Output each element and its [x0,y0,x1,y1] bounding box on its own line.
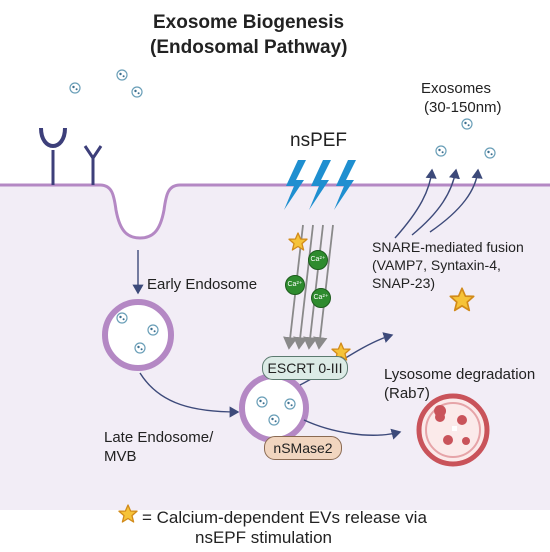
vesicle-icon [116,69,128,81]
release-arrow [411,168,461,236]
signal-arrow [303,224,324,350]
vesicle-icon [69,82,81,94]
legend-line-1: = Calcium-dependent EVs release via [142,508,427,527]
degradation-arrow [303,419,402,440]
lightning-bolt-icon [309,160,331,210]
snare-label-line-2: (VAMP7, Syntaxin-4, [372,257,501,273]
late-endosome-mvb [239,373,309,443]
legend-line-2: nsEPF stimulation [195,528,332,547]
vesicle-icon [435,145,447,157]
lightning-bolt-icon [334,160,356,210]
snare-label-line-3: SNAP-23) [372,275,436,291]
lysosome-label-line-1: Lysosome degradation [384,366,536,383]
vesicle-icon [461,118,473,130]
signal-arrow [293,224,314,350]
receptor-icon [83,145,103,185]
early-endosome [102,299,174,371]
title-line-2: (Endosomal Pathway) [150,37,348,58]
exosome-size-label: (30-150nm) [424,99,502,116]
plasma-membrane [0,183,550,240]
calcium-ion: Ca²⁺ [308,250,328,270]
release-arrow [394,168,437,239]
exosomes-label: Exosomes [421,80,492,97]
calcium-ion: Ca²⁺ [285,275,305,295]
calcium-ion: Ca²⁺ [311,288,331,308]
escrt-label: ESCRT 0-III [262,356,348,380]
vesicle-icon [484,147,496,159]
pathway-arrow [139,372,240,418]
title-line-1: Exosome Biogenesis [153,12,345,33]
release-arrow [429,168,483,233]
early-endosome-label: Early Endosome [147,276,258,293]
late-endosome-label-line-1: Late Endosome/ [104,429,214,446]
lysosome [416,393,490,467]
lysosome-label-line-2: (Rab7) [384,385,430,402]
late-endosome-label-line-2: MVB [104,448,137,465]
signal-arrow [313,224,334,350]
nsmase2-label: nSMase2 [264,436,342,460]
receptor-icon [39,127,67,185]
nspef-label: nsPEF [290,130,348,151]
vesicle-icon [131,86,143,98]
snare-label-line-1: SNARE-mediated fusion [372,239,524,255]
lightning-bolt-icon [284,160,306,210]
